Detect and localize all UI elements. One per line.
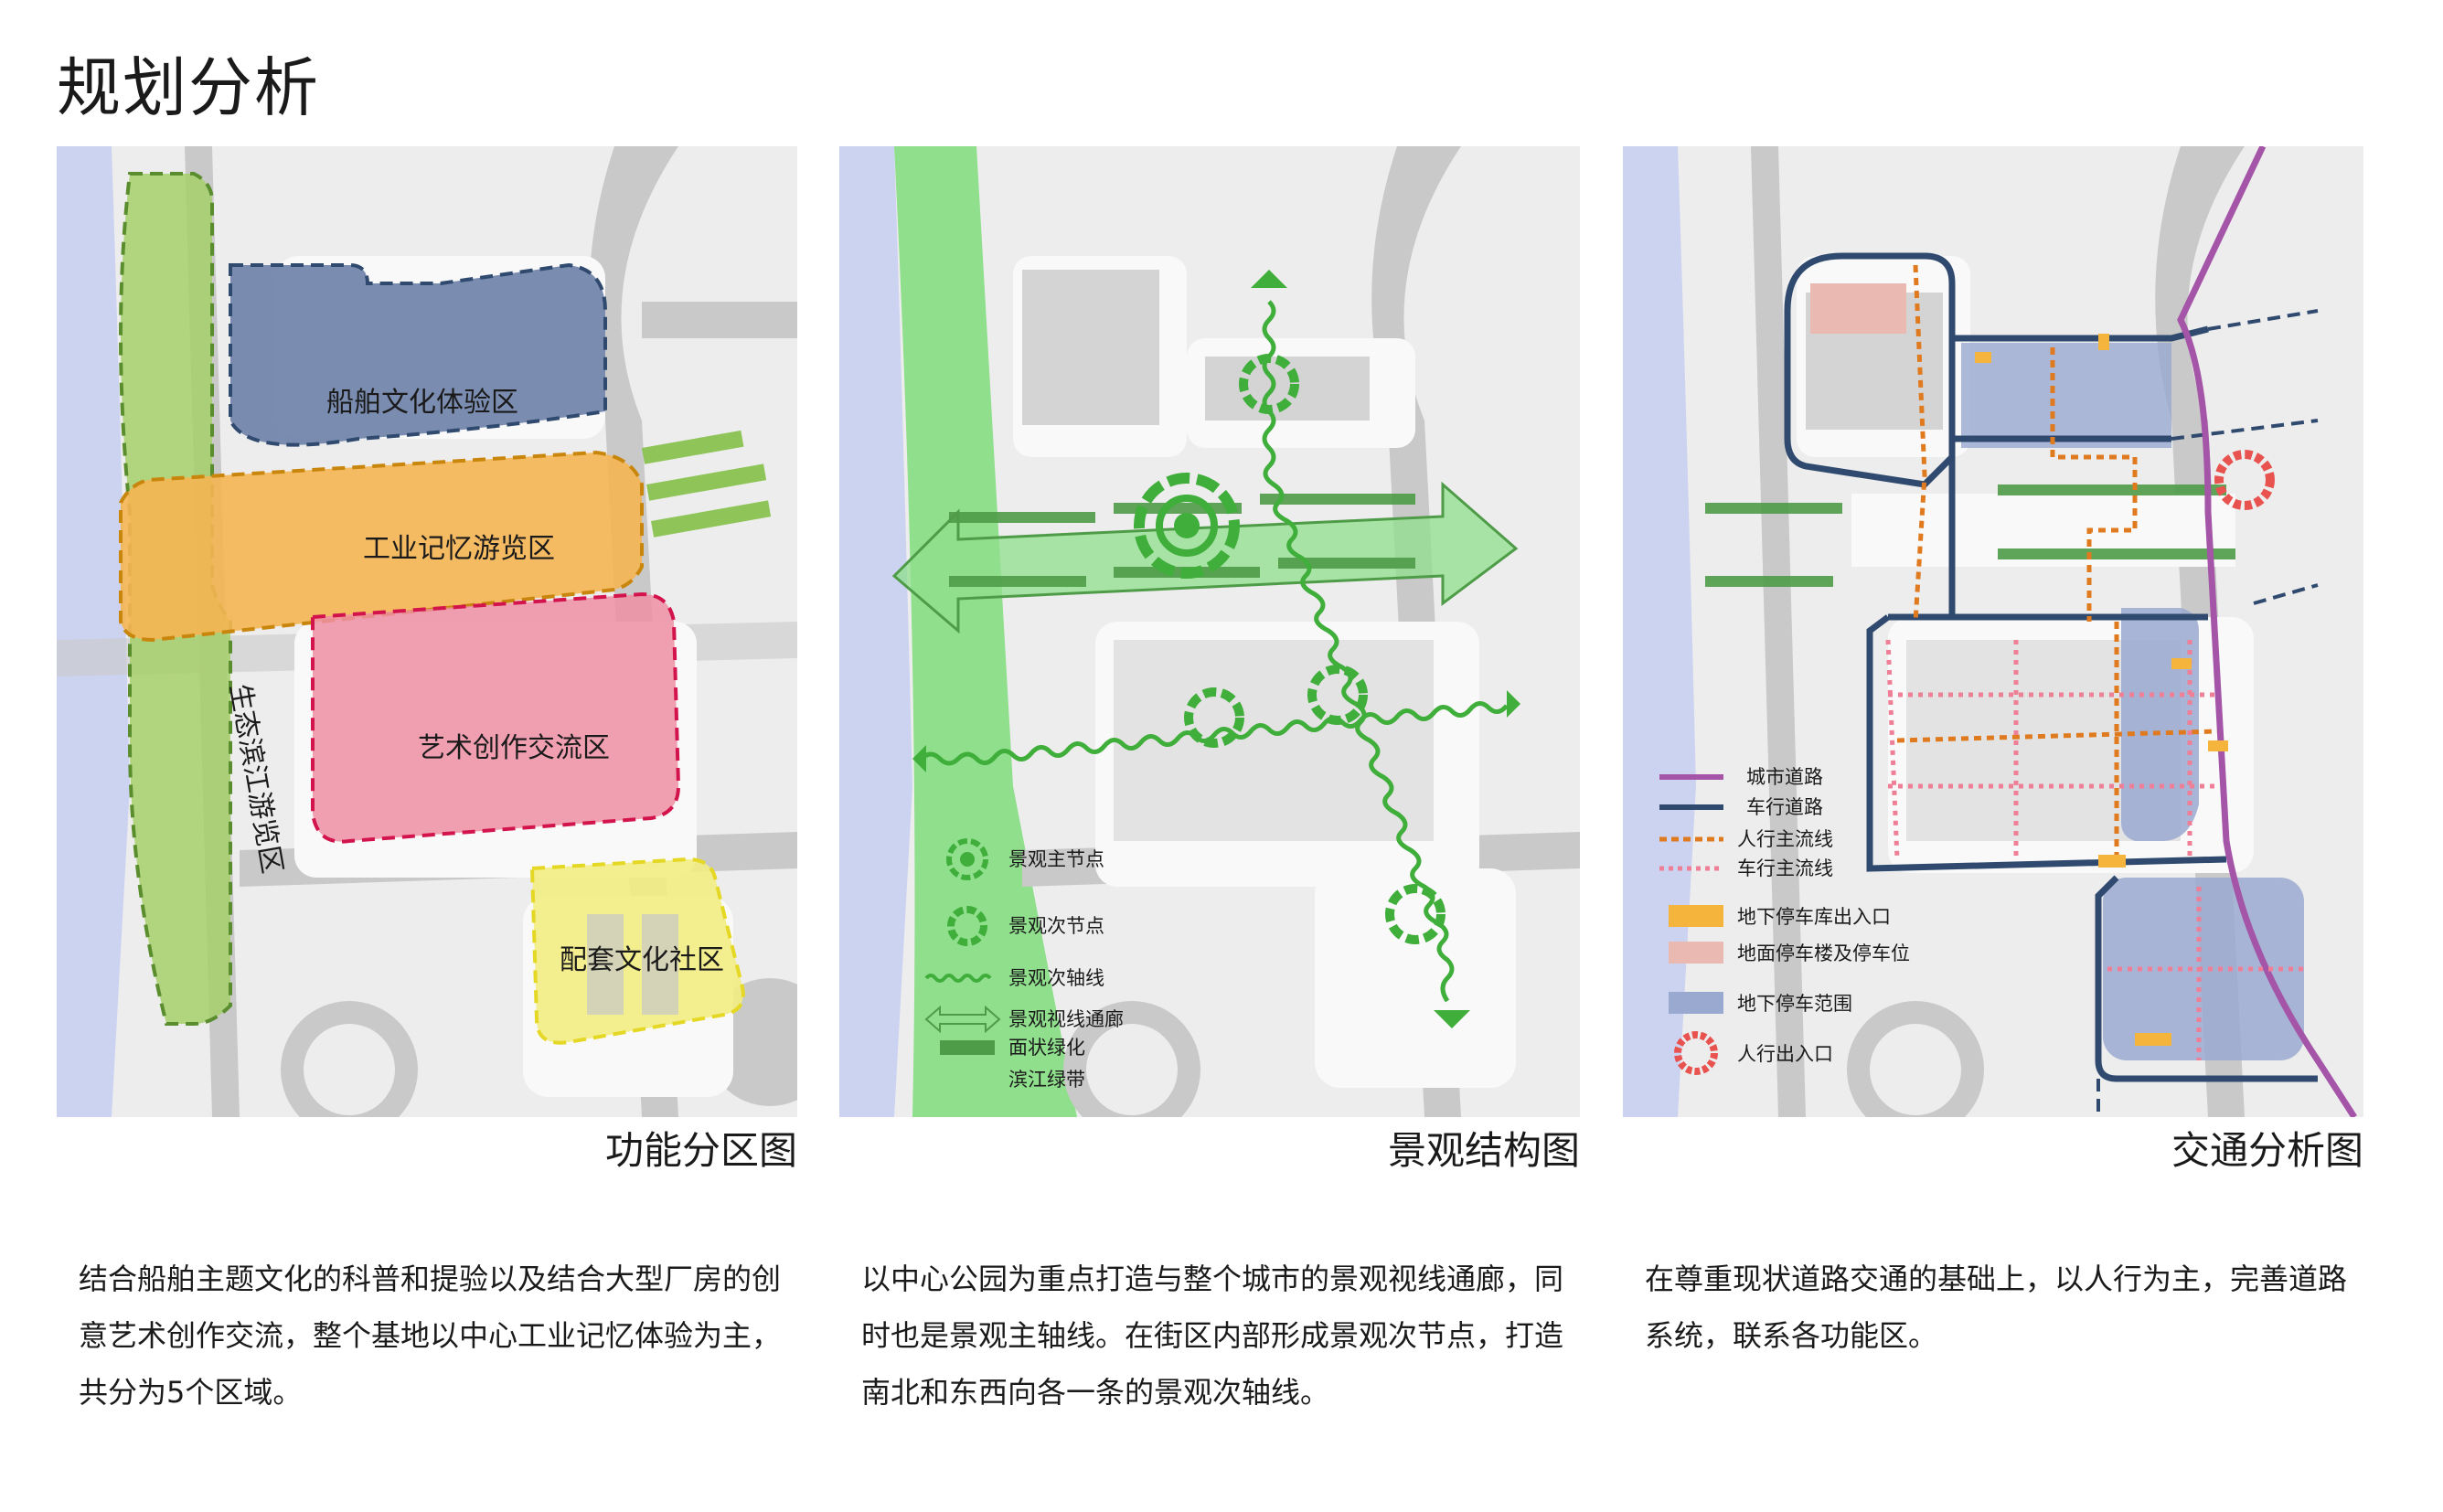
legend-label-ped-flow: 人行主流线: [1737, 828, 1833, 850]
landscape-structure-map: 景观主节点 景观次节点 景观次轴线 景观视线通廊 面状绿化 滨江绿带: [839, 146, 1580, 1117]
pedestrian-flows: [1896, 264, 2218, 859]
secondary-node-icon: [947, 906, 987, 946]
underground-parking-block: [2103, 878, 2304, 1060]
area-greening-icon: [940, 1040, 995, 1055]
main-landscape-node: [1134, 473, 1240, 579]
pedestrian-entrance: [2214, 450, 2275, 510]
legend-label-secondary-node: 景观次节点: [1008, 915, 1104, 937]
legend-label-city-road: 城市道路: [1746, 766, 1823, 788]
main-node-icon: [946, 838, 988, 880]
secondary-node: [1184, 687, 1244, 748]
industry-zone: [119, 450, 644, 643]
legend-label-surface-parking: 地面停车楼及停车位: [1737, 942, 1910, 964]
description-function-zoning: 结合船舶主题文化的科普和提验以及结合大型厂房的创意艺术创作交流，整个基地以中心工…: [79, 1262, 782, 1410]
legend-label-riverside-belt: 滨江绿带: [1008, 1069, 1085, 1091]
vehicle-flows: [1885, 639, 2304, 1060]
underground-parking-area-icon: [1669, 992, 1723, 1014]
riverside-belt-icon: [940, 1072, 995, 1087]
function-zoning-map: 船舶文化体验区 工业记忆游览区 艺术创作交流区 配套文化社区 生态滨江游览区: [57, 146, 797, 1117]
zone-label-community: 配套文化社区: [560, 944, 724, 976]
community-zone: [529, 857, 745, 1045]
secondary-axis-ew: [920, 701, 1509, 766]
surface-parking: [1810, 283, 1906, 334]
underground-garage-entrance-icon: [1669, 905, 1723, 927]
surface-parking-icon: [1669, 942, 1723, 964]
city-road: [2177, 146, 2357, 1117]
page-title: 规划分析: [57, 50, 320, 125]
pedestrian-entrance-icon: [1674, 1031, 1718, 1075]
secondary-axis-ns: [1262, 300, 1455, 1003]
secondary-axis-icon: [924, 974, 992, 983]
ship-zone: [229, 262, 607, 447]
legend-label-garage: 地下停车库出入口: [1737, 906, 1891, 928]
landscape-legend: 景观主节点 景观次节点 景观次轴线 景观视线通廊 面状绿化 滨江绿带: [924, 838, 1124, 1091]
sightline-corridor: [891, 481, 1519, 634]
legend-label-area-greening: 面状绿化: [1008, 1037, 1085, 1059]
sightline-corridor-icon: [924, 1005, 1001, 1034]
secondary-node: [1239, 354, 1299, 414]
zone-label-ship: 船舶文化体验区: [326, 387, 518, 419]
art-zone: [311, 591, 681, 844]
traffic-analysis-map: 城市道路 车行道路 人行主流线 车行主流线 地下停车库出入口 地面停车楼及停车位…: [1623, 146, 2363, 1117]
caption-traffic-analysis: 交通分析图: [2171, 1128, 2363, 1173]
caption-landscape-structure: 景观结构图: [1387, 1128, 1580, 1173]
legend-label-secondary-axis: 景观次轴线: [1008, 967, 1104, 989]
legend-label-main-node: 景观主节点: [1008, 848, 1104, 870]
description-traffic-analysis: 在尊重现状道路交通的基础上，以人行为主，完善道路系统，联系各功能区。: [1645, 1262, 2348, 1353]
riverside-belt: [894, 146, 1077, 1117]
secondary-node: [1385, 884, 1446, 944]
secondary-node: [1307, 665, 1368, 725]
legend-label-sightline: 景观视线通廊: [1008, 1008, 1124, 1030]
underground-parking-area: [1961, 343, 2171, 448]
legend-label-car-flow: 车行主流线: [1737, 857, 1833, 879]
legend-label-vehicle-road: 车行道路: [1746, 796, 1823, 818]
legend-label-underground: 地下停车范围: [1737, 993, 1852, 1015]
description-landscape-structure: 以中心公园为重点打造与整个城市的景观视线通廊，同时也是景观主轴线。在街区内部形成…: [861, 1262, 1564, 1410]
river: [57, 146, 130, 1117]
traffic-legend: 城市道路 车行道路 人行主流线 车行主流线 地下停车库出入口 地面停车楼及停车位…: [1659, 766, 1910, 1075]
vehicle-roads: [1784, 252, 2318, 1082]
caption-function-zoning: 功能分区图: [604, 1128, 797, 1173]
legend-label-entrance: 人行出入口: [1737, 1043, 1833, 1065]
zone-label-art: 艺术创作交流区: [418, 732, 610, 764]
zone-label-industry: 工业记忆游览区: [363, 533, 555, 565]
